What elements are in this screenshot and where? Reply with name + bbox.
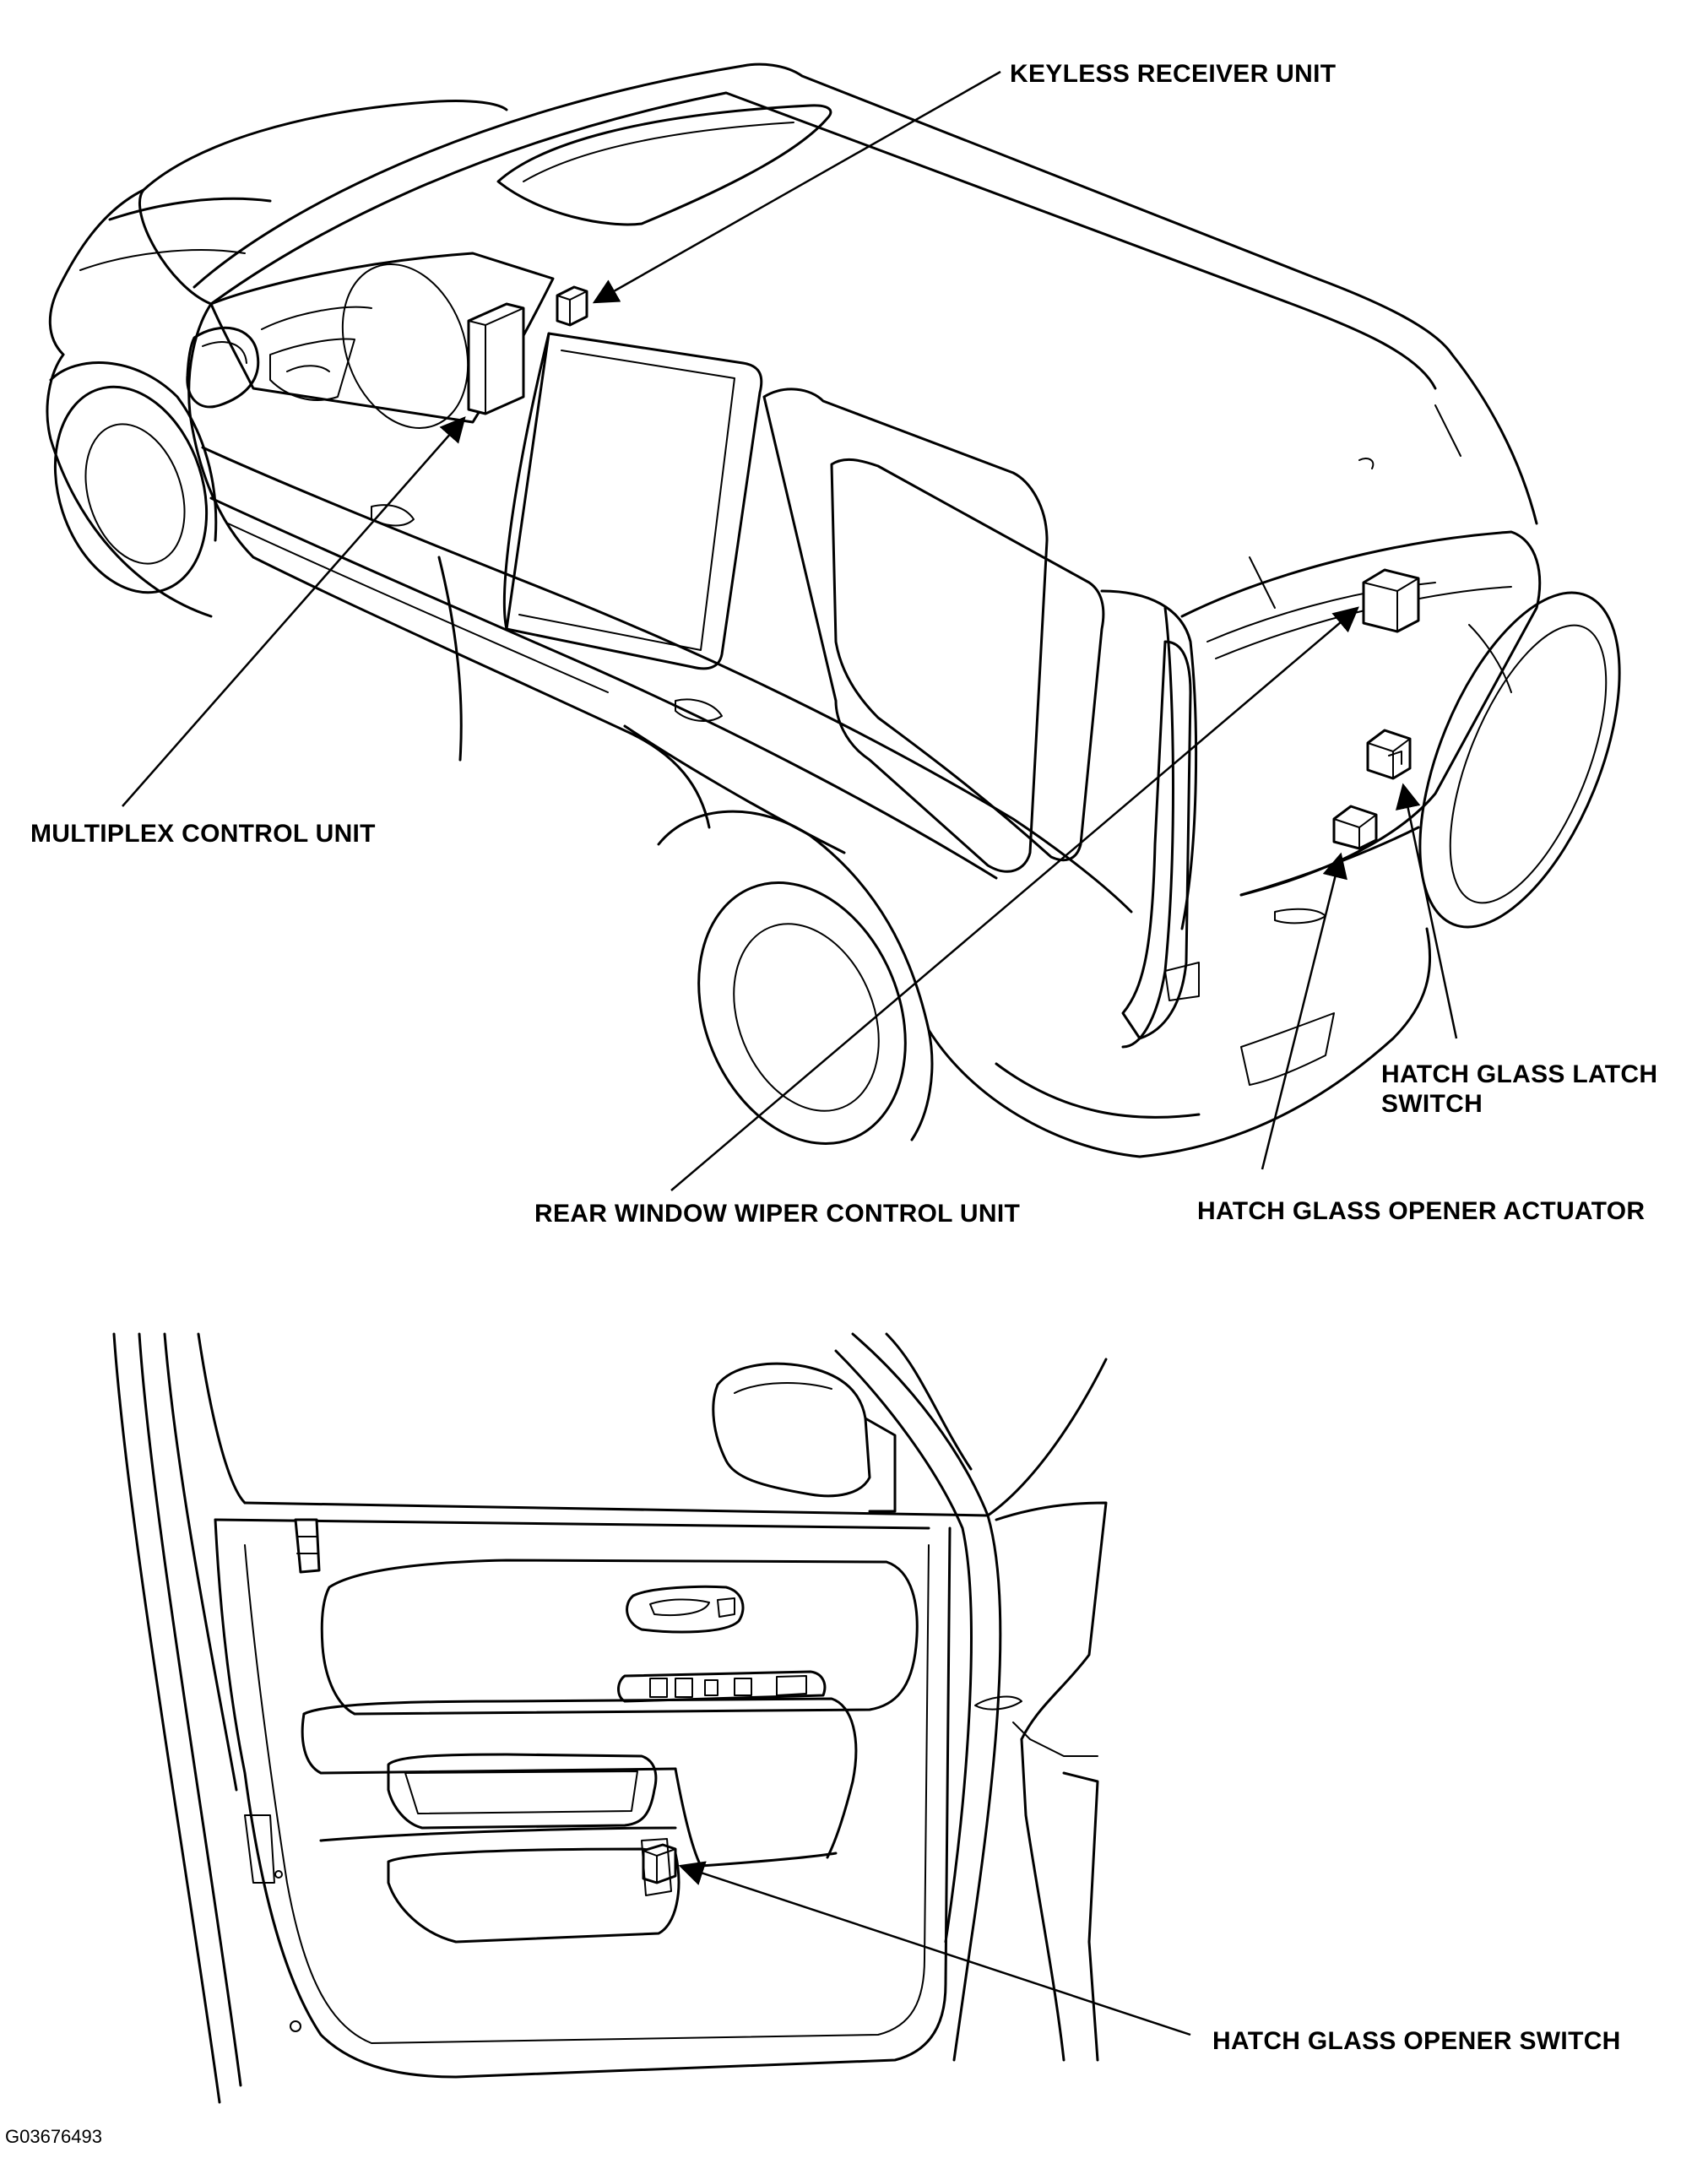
inner-door-handle — [626, 1585, 745, 1634]
keyless-receiver-unit-box — [556, 285, 588, 327]
rear-quarter-window — [830, 458, 1105, 862]
front-wheel — [53, 385, 209, 594]
keyless-receiver-leader — [592, 70, 1001, 304]
rear-wheel — [697, 881, 907, 1145]
hatch-glass-latch-switch-label-line2: SWITCH — [1381, 1090, 1483, 1118]
hatch-handle — [1274, 908, 1326, 924]
keyless-receiver-unit-label: KEYLESS RECEIVER UNIT — [1010, 60, 1337, 88]
rear-wiper-leader — [670, 606, 1359, 1191]
hood-outline — [138, 100, 508, 306]
panel-clip — [274, 1870, 283, 1879]
multiplex-control-unit-label: MULTIPLEX CONTROL UNIT — [30, 820, 376, 848]
hatch-glass-latch-switch-box — [1366, 729, 1412, 780]
rear-door-handle — [675, 698, 723, 722]
power-window-switch-panel — [617, 1670, 827, 1703]
hatch-latch-leader — [1395, 783, 1458, 1039]
multiplex-control-leader — [122, 416, 466, 807]
door-frame — [112, 1332, 221, 2104]
rear-door-window — [762, 388, 1049, 873]
side-mirror — [186, 326, 260, 409]
front-door-window — [502, 332, 763, 670]
hatch-glass-opener-actuator-box — [1332, 805, 1378, 850]
panel-screw — [290, 2020, 301, 2032]
hatch-glass-latch-switch-label-line1: HATCH GLASS LATCH — [1381, 1060, 1658, 1088]
door-mirror — [712, 1362, 871, 1498]
armrest — [302, 1697, 858, 1859]
hatch-glass-opener-actuator-label: HATCH GLASS OPENER ACTUATOR — [1197, 1197, 1646, 1225]
map-pocket — [387, 1847, 680, 1944]
upper-trim-panel — [320, 1559, 919, 1716]
hatch-actuator-leader — [1261, 852, 1347, 1170]
tail-light — [1121, 640, 1192, 1040]
hatch-glass-opener-switch-box — [641, 1838, 677, 1896]
rear-window-wiper-control-unit-box — [1362, 568, 1420, 633]
multiplex-control-unit-box — [467, 302, 525, 415]
spare-tire — [1418, 591, 1621, 929]
hatch-glass-opener-switch-label: HATCH GLASS OPENER SWITCH — [1212, 2027, 1621, 2055]
vehicle-illustration — [46, 62, 1621, 1158]
roof-inner-edge — [209, 91, 1437, 390]
steering-wheel — [341, 263, 469, 429]
windshield — [209, 252, 555, 424]
rear-window-wiper-control-unit-label: REAR WINDOW WIPER CONTROL UNIT — [534, 1200, 1021, 1228]
roof-outline — [192, 62, 1538, 525]
lock-knob — [294, 1518, 321, 1574]
door-panel-illustration — [112, 1332, 1108, 2104]
door-pull-pocket — [387, 1753, 658, 1830]
door-trim-outline — [214, 1518, 952, 2079]
figure-code: G03676493 — [5, 2126, 102, 2147]
hatch-switch-leader — [678, 1861, 1191, 2036]
sunroof — [496, 104, 832, 226]
